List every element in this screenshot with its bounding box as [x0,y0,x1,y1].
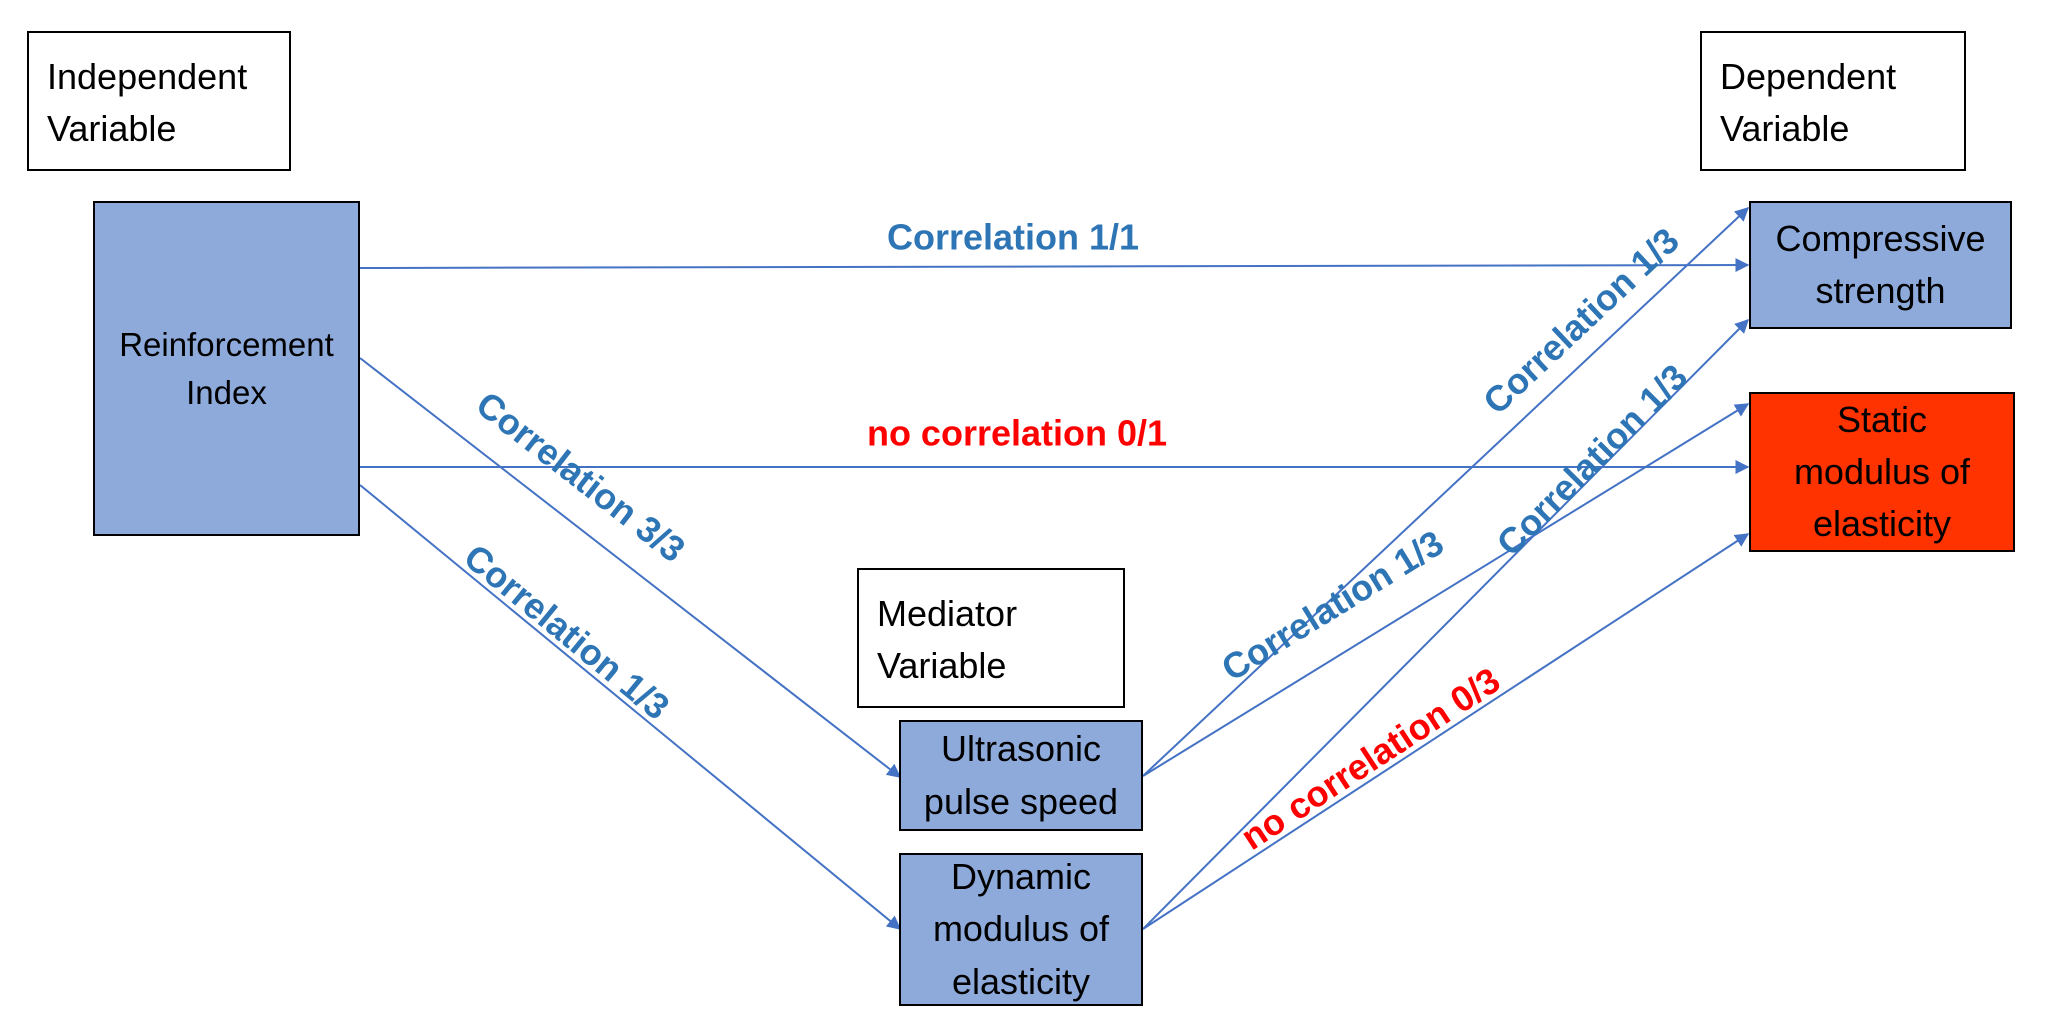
edge-reinforcement-to-compressive [359,258,1750,273]
edge-dynamic-to-static [1142,533,1750,930]
edge-label-reinforcement-to-dynamic: Correlation 1/3 [456,536,677,728]
edge-label-dynamic-to-static: no correlation 0/3 [1234,659,1508,858]
node-static-modulus: Static modulus of elasticity [1749,392,2015,552]
edge-label-reinforcement-to-compressive: Correlation 1/1 [887,217,1139,258]
edge-label-ultrasonic-to-static: Correlation 1/3 [1214,522,1450,689]
node-reinforcement-index: Reinforcement Index [93,201,360,536]
edge-ultrasonic-to-compressive [1142,207,1750,777]
mediator-variable-label: Mediator Variable [857,568,1125,708]
dependent-variable-label: Dependent Variable [1700,31,1966,171]
edge-ultrasonic-to-static [1142,403,1750,777]
edge-reinforcement-to-ultrasonic [359,357,902,778]
node-compressive-strength: Compressive strength [1749,201,2012,329]
node-ultrasonic-pulse-speed: Ultrasonic pulse speed [899,720,1143,831]
edge-reinforcement-to-dynamic [359,484,902,930]
independent-variable-label: Independent Variable [27,31,291,171]
edge-dynamic-to-compressive [1142,319,1749,930]
edge-label-reinforcement-to-static: no correlation 0/1 [867,413,1167,454]
edge-label-reinforcement-to-ultrasonic: Correlation 3/3 [469,383,693,570]
node-dynamic-modulus: Dynamic modulus of elasticity [899,853,1143,1006]
